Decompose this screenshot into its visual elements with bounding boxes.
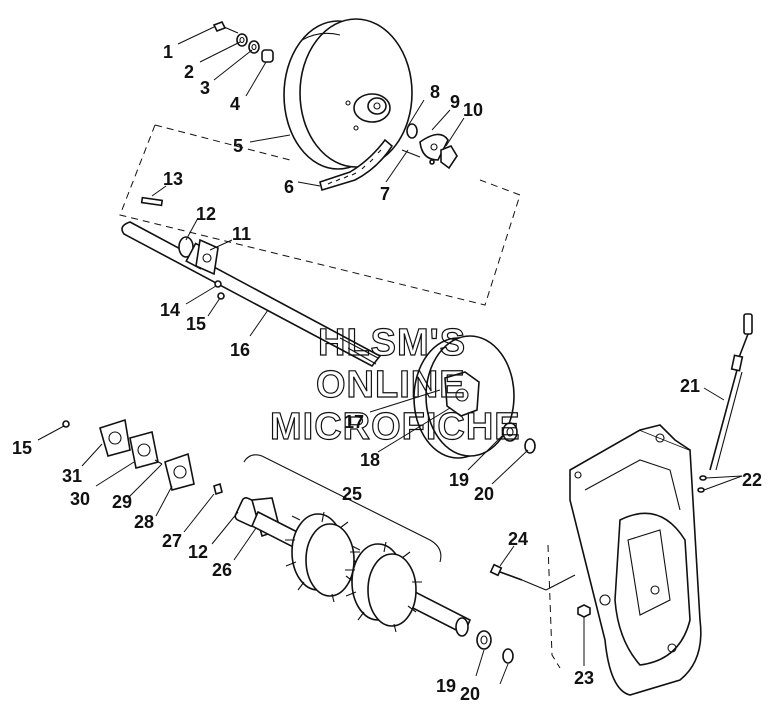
callout-26: 26	[212, 560, 232, 580]
chaincase-housing	[569, 424, 702, 696]
callout-7: 7	[380, 184, 390, 204]
upper-assembly-outline	[119, 124, 521, 306]
callout-21: 21	[680, 376, 700, 396]
callout-24: 24	[508, 529, 528, 549]
callout-15-lower: 15	[12, 438, 32, 458]
callout-22: 22	[742, 470, 762, 490]
sprocket-left	[285, 511, 360, 603]
callout-16: 16	[230, 340, 250, 360]
upper-seal-oring	[502, 422, 536, 454]
housing-bolt	[489, 563, 576, 591]
callout-19-lower: 19	[436, 676, 456, 696]
callout-13: 13	[163, 169, 183, 189]
callout-10: 10	[463, 100, 483, 120]
chaincase-outline	[547, 544, 561, 669]
lower-seal-oring	[476, 630, 514, 664]
drive-shaft-sprockets	[250, 510, 472, 637]
callout-31: 31	[62, 466, 82, 486]
callout-5: 5	[233, 136, 243, 156]
drive-disc	[413, 335, 515, 459]
callout-17: 17	[344, 412, 364, 432]
callout-14: 14	[160, 300, 180, 320]
callout-9: 9	[450, 92, 460, 112]
callout-19-upper: 19	[449, 470, 469, 490]
callout-29: 29	[112, 492, 132, 512]
callout-8: 8	[430, 82, 440, 102]
callout-15-upper: 15	[186, 314, 206, 334]
retainer-parts	[401, 123, 458, 170]
drive-chain	[319, 138, 394, 192]
callout-labels: 1 2 3 4 5 6 7 8 9 10 11 12 13 14 15 16 1…	[12, 42, 762, 704]
callout-30: 30	[70, 489, 90, 509]
callout-3: 3	[200, 78, 210, 98]
callout-25: 25	[342, 484, 362, 504]
callout-28: 28	[134, 512, 154, 532]
sprocket-right	[345, 541, 422, 633]
small-fasteners	[214, 280, 225, 300]
callout-4: 4	[230, 94, 240, 114]
leader-lines	[37, 26, 743, 685]
callout-12-lower: 12	[188, 542, 208, 562]
bearing-flanges	[62, 418, 195, 491]
driven-pulley	[283, 18, 413, 170]
callout-20-upper: 20	[474, 484, 494, 504]
callout-23: 23	[574, 668, 594, 688]
callout-1: 1	[163, 42, 173, 62]
watermark: HLSM'S ONLINE MICROFICHE	[269, 321, 521, 448]
housing-nut	[577, 604, 591, 618]
callout-2: 2	[184, 62, 194, 82]
jackshaft	[121, 221, 382, 368]
callout-12-upper: 12	[196, 204, 216, 224]
watermark-line3: MICROFICHE	[270, 406, 521, 448]
callout-6: 6	[284, 177, 294, 197]
callout-27: 27	[162, 531, 182, 551]
key	[140, 196, 164, 207]
bolt-washer-stack	[212, 20, 274, 63]
callout-18: 18	[360, 450, 380, 470]
callout-11: 11	[232, 224, 251, 244]
group-bracket	[243, 454, 442, 563]
dipstick	[709, 313, 753, 471]
watermark-line1: HLSM'S	[318, 322, 466, 364]
watermark-line2: ONLINE	[316, 364, 466, 406]
callout-20-lower: 20	[460, 684, 480, 704]
